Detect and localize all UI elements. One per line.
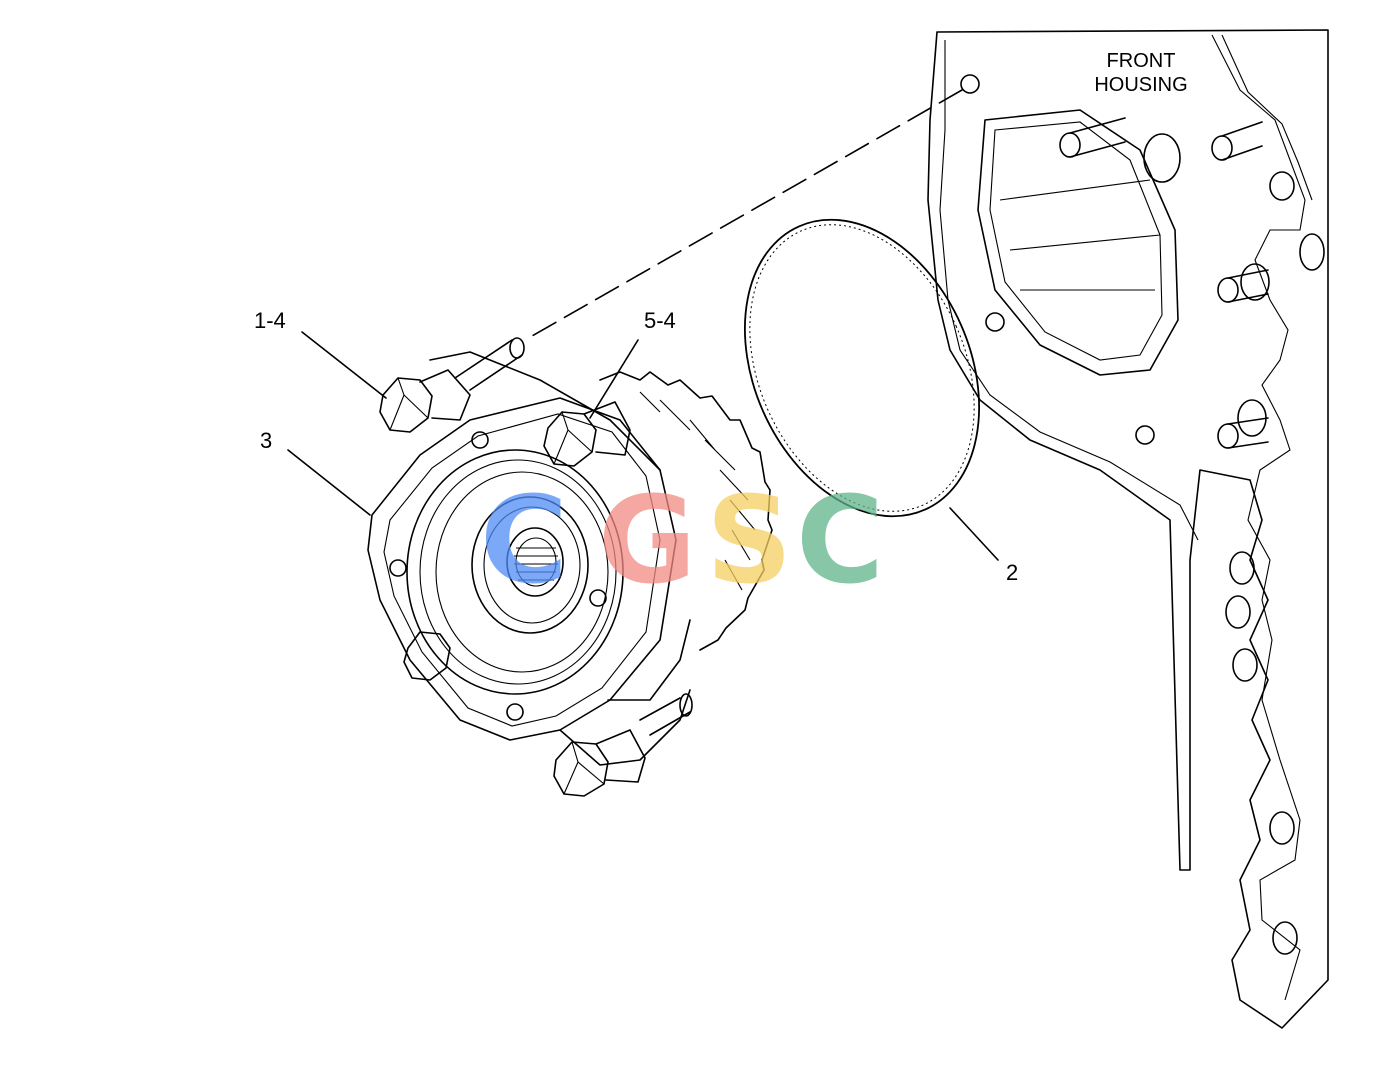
leader-5 <box>589 339 639 419</box>
front-housing <box>524 29 1329 1029</box>
watermark-letter-2: G <box>598 472 697 611</box>
watermark-logo: C G S C <box>480 472 884 611</box>
watermark-letter-4: C <box>796 472 884 611</box>
watermark-letter-3: S <box>706 472 792 611</box>
pump-assembly <box>367 337 773 766</box>
bolt-hole <box>960 74 980 94</box>
watermark-letter-1: C <box>480 472 568 611</box>
bolt-lower-left <box>403 631 451 681</box>
leader-1 <box>301 331 387 399</box>
callout-3: 3 <box>260 428 272 453</box>
callout-1: 1-4 <box>254 308 286 333</box>
callout-2: 2 <box>1006 560 1018 585</box>
bolt-1 <box>379 369 471 433</box>
callout-5: 5-4 <box>644 308 676 333</box>
bolt-lower <box>553 729 646 797</box>
housing-label-line2: HOUSING <box>1094 74 1187 96</box>
leader-2 <box>949 507 999 561</box>
leader-3 <box>287 449 371 516</box>
o-ring-seal <box>744 218 980 518</box>
bolt-5 <box>543 401 631 467</box>
housing-label-line1: FRONT <box>1107 50 1176 72</box>
